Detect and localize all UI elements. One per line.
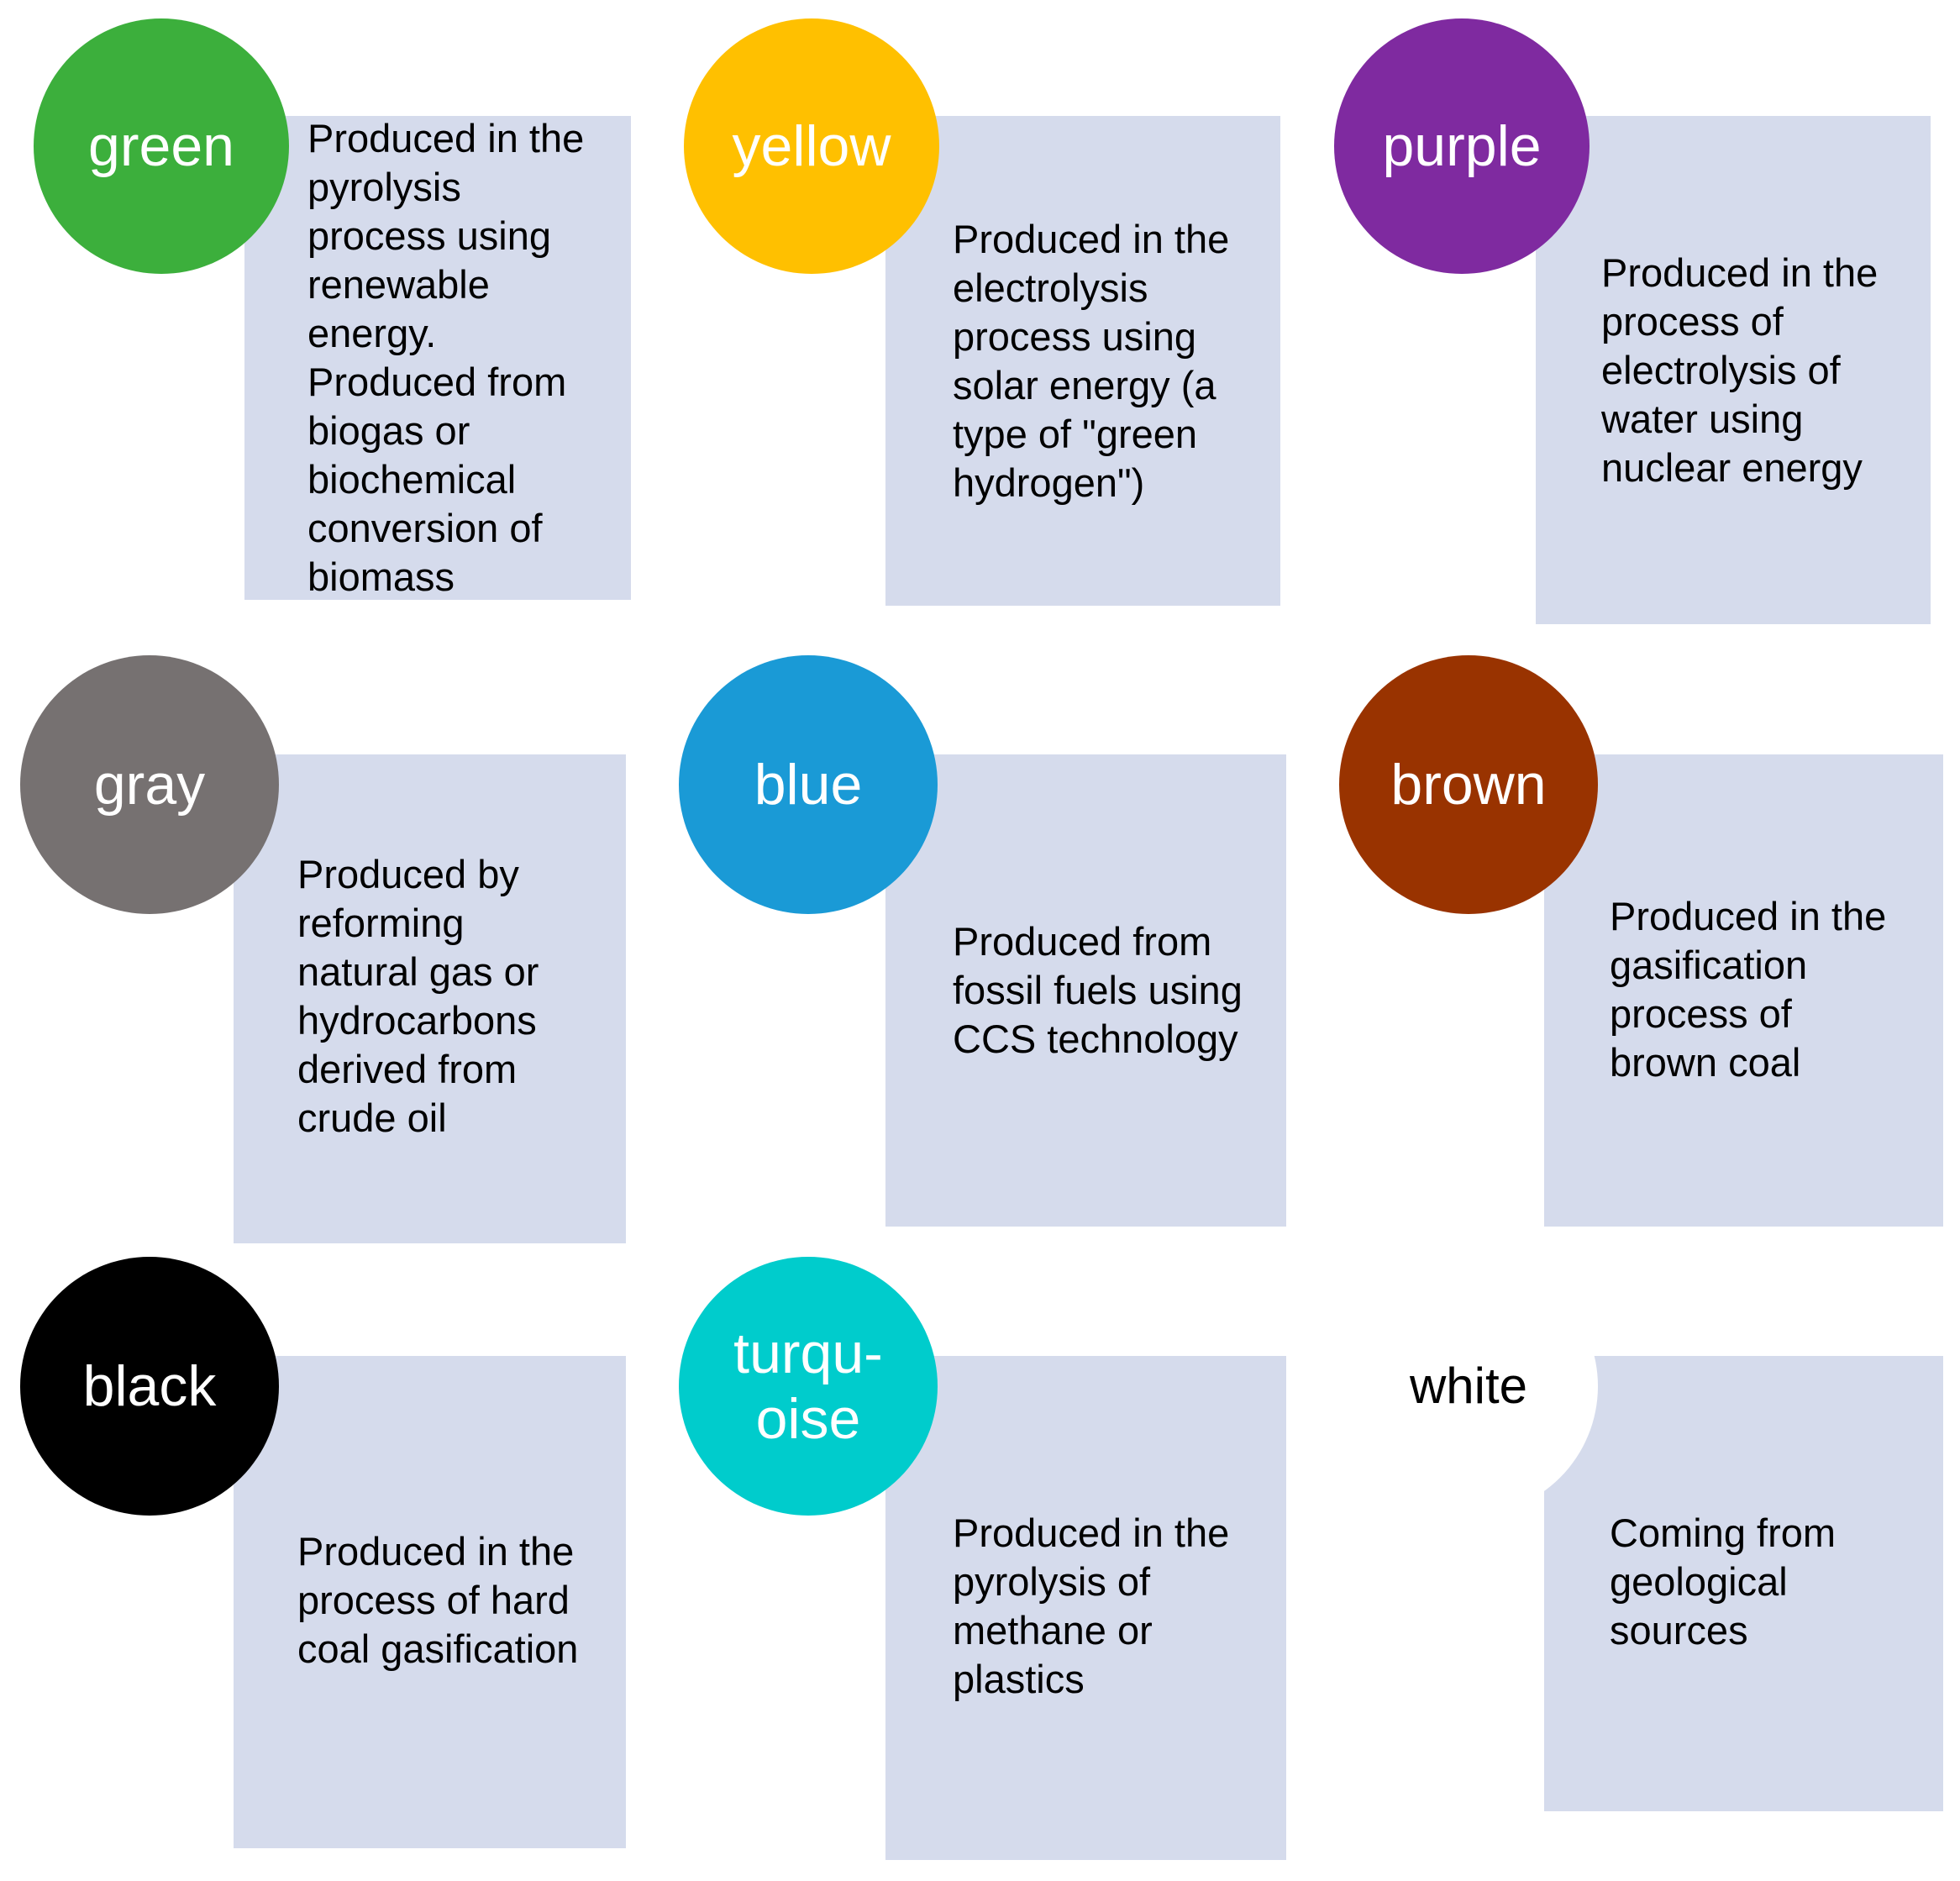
- description-black: Produced in the process of hard coal gas…: [297, 1529, 579, 1671]
- card-green: [244, 116, 631, 600]
- label-yellow: yellow: [732, 114, 891, 178]
- circle-black: black: [20, 1257, 279, 1516]
- label-brown: brown: [1390, 753, 1547, 817]
- description-turquoise: Produced in the pyrolysis of methane or …: [953, 1511, 1230, 1701]
- card-yellow: [885, 116, 1280, 606]
- description-green: Produced in the pyrolysis process using …: [307, 116, 585, 599]
- card-purple: [1536, 116, 1931, 624]
- label-white: white: [1409, 1358, 1528, 1414]
- label-green: green: [88, 114, 234, 178]
- circle-green: green: [34, 18, 289, 274]
- label-blue: blue: [754, 753, 863, 817]
- description-gray: Produced by reforming natural gas or hyd…: [297, 852, 539, 1140]
- label-purple: purple: [1382, 114, 1542, 178]
- label-gray: gray: [93, 753, 206, 817]
- circle-turquoise: turqu- oise: [679, 1257, 938, 1516]
- description-purple: Produced in the process of electrolysis …: [1601, 250, 1879, 490]
- card-blue: [885, 754, 1286, 1227]
- circle-blue: blue: [679, 655, 938, 914]
- circle-white: white: [1339, 1257, 1598, 1516]
- circle-yellow: yellow: [684, 18, 939, 274]
- description-white: Coming from geological sources: [1610, 1511, 1837, 1652]
- card-white: [1544, 1356, 1943, 1811]
- label-black: black: [82, 1354, 217, 1418]
- circle-purple: purple: [1334, 18, 1590, 274]
- description-brown: Produced in the gasification process of …: [1610, 894, 1887, 1085]
- circle-gray: gray: [20, 655, 279, 914]
- card-gray: [234, 754, 626, 1243]
- card-black: [234, 1356, 626, 1848]
- circle-brown: brown: [1339, 655, 1598, 914]
- card-turquoise: [885, 1356, 1286, 1860]
- card-brown: [1544, 754, 1943, 1227]
- label-turquoise: turqu- oise: [733, 1321, 883, 1451]
- description-blue: Produced from fossil fuels using CCS tec…: [953, 919, 1243, 1061]
- description-yellow: Produced in the electrolysis process usi…: [953, 217, 1230, 505]
